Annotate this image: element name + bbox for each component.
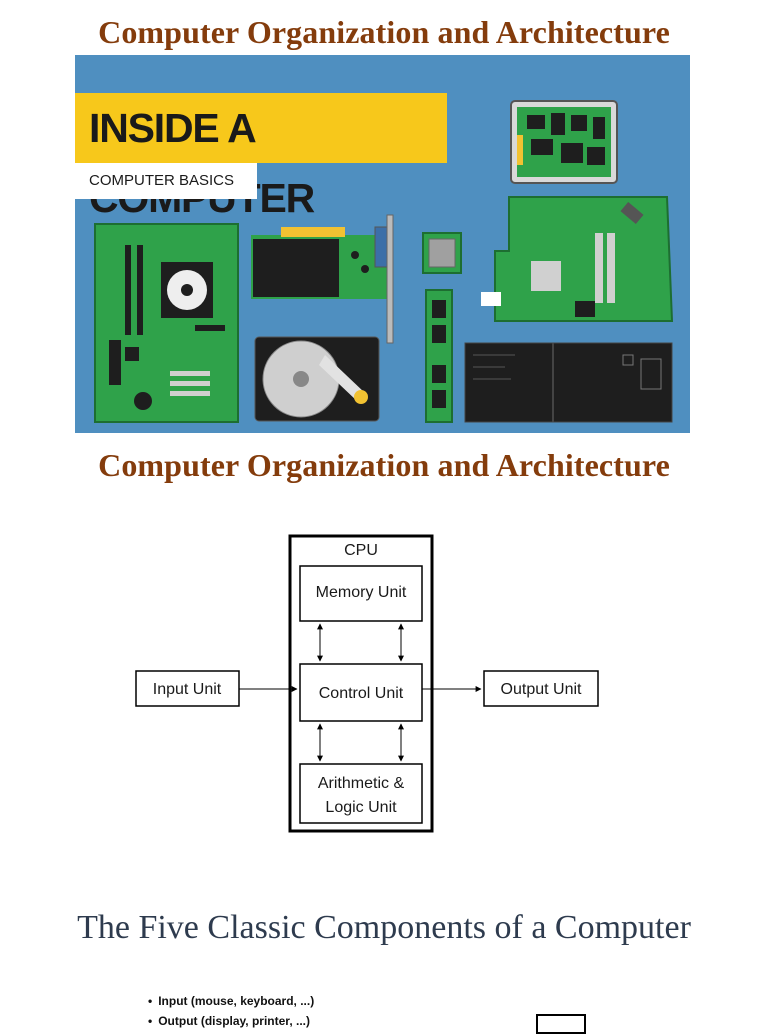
- cpu-label: CPU: [344, 542, 378, 559]
- output-unit-box: [483, 670, 599, 707]
- list-item: Output (display, printer, ...): [148, 1014, 314, 1028]
- control-unit-box: [299, 663, 423, 722]
- battery-icon: [464, 342, 673, 423]
- page-title: Computer Organization and Architecture: [98, 14, 670, 50]
- motherboard-icon: [94, 223, 239, 423]
- ssd-icon: [510, 100, 618, 184]
- inside-a-computer-illustration: INSIDE A COMPUTER COMPUTER BASICS: [75, 55, 690, 433]
- input-unit-label: Input Unit: [153, 681, 222, 698]
- output-unit-label: Output Unit: [501, 681, 582, 698]
- components-heading: The Five Classic Components of a Compute…: [77, 909, 691, 946]
- cpu-box: [288, 534, 434, 833]
- banner-title: INSIDE A COMPUTER: [75, 93, 447, 221]
- alu-box: [299, 763, 423, 824]
- alu-label-line2: Logic Unit: [325, 799, 397, 816]
- list-item: Input (mouse, keyboard, ...): [148, 994, 314, 1008]
- laptop-board-icon: [481, 196, 674, 322]
- control-unit-label: Control Unit: [319, 685, 404, 702]
- diagram-box-fragment: [536, 1014, 586, 1034]
- ram-stick-icon: [425, 289, 453, 423]
- components-list: Input (mouse, keyboard, ...) Output (dis…: [148, 994, 314, 1034]
- graphics-card-icon: [251, 214, 394, 344]
- section-title: Computer Organization and Architecture: [98, 447, 670, 483]
- alu-label-line1: Arithmetic &: [318, 775, 405, 792]
- processor-chip-icon: [422, 232, 462, 274]
- hardware-illustration: [94, 100, 674, 423]
- memory-unit-box: [299, 565, 423, 622]
- hard-drive-icon: [254, 336, 380, 422]
- memory-unit-label: Memory Unit: [316, 584, 407, 601]
- cpu-block-diagram: CPU Memory Unit Control Unit Arithmetic …: [135, 534, 599, 833]
- banner-subtitle: COMPUTER BASICS: [75, 163, 257, 199]
